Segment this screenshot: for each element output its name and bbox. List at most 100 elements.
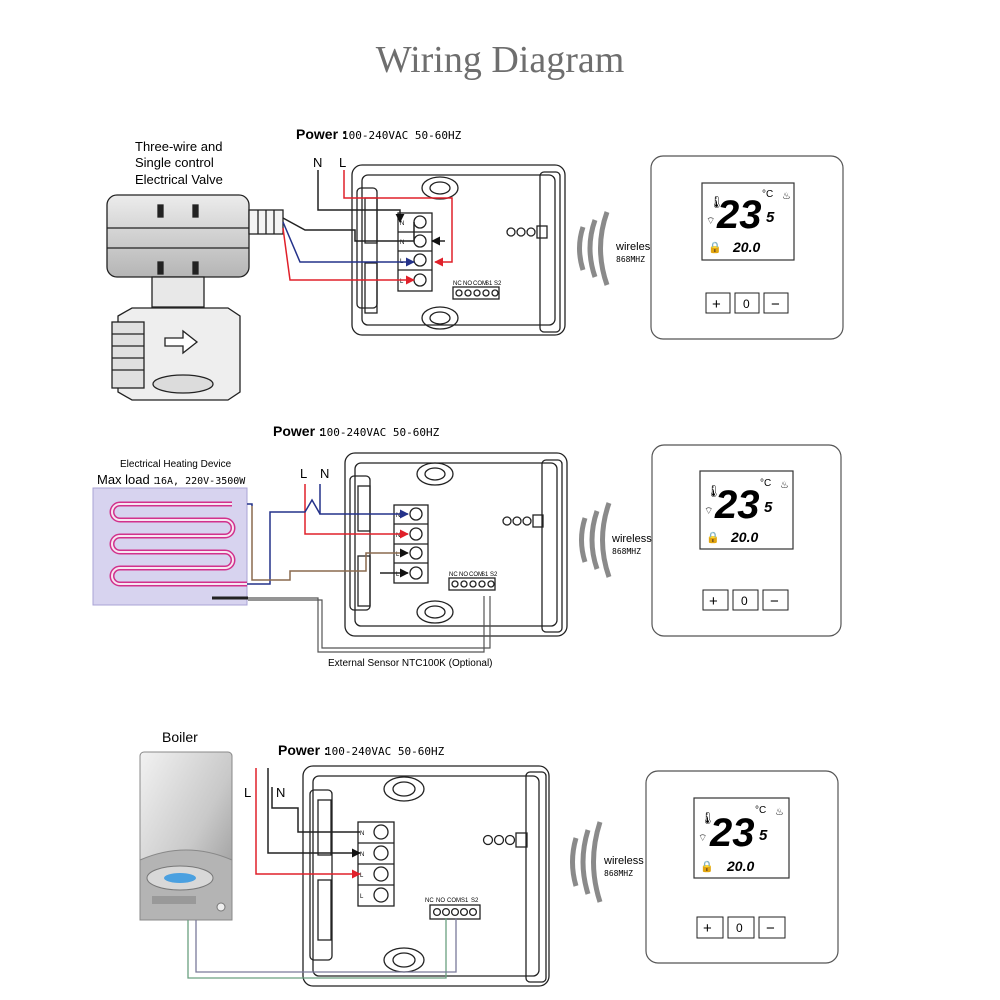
s1-wireless-label: wireless — [615, 241, 656, 253]
term-label: S1 — [485, 281, 493, 287]
s2-wireless-label: wireless — [611, 533, 652, 545]
power-label: Power : — [296, 126, 347, 142]
lcd-unit: °C — [760, 478, 771, 489]
section-3-boiler: Power : 100-240VAC 50-60HZ Boiler L N — [139, 729, 839, 987]
term-label: N — [396, 533, 400, 539]
s2-l-label: L — [300, 466, 307, 481]
minus-button[interactable] — [762, 589, 789, 611]
signal-icon: ⌔ — [704, 506, 713, 517]
valve-label-line1: Three-wire and — [135, 139, 222, 154]
lcd-temp: 23 — [709, 811, 755, 855]
s1-l-label: L — [339, 155, 346, 170]
boiler — [139, 751, 233, 921]
s3-wireless-waves — [570, 821, 603, 903]
minus-button[interactable] — [763, 292, 789, 314]
heating-device-label: Electrical Heating Device — [120, 459, 232, 470]
s1-wireless-waves — [577, 211, 610, 286]
term-label: NC — [425, 898, 434, 904]
lock-icon: 🔒 — [706, 531, 720, 544]
term-label: L — [360, 894, 364, 900]
term-label: L — [396, 572, 400, 578]
s2-wireless-freq: 868MHZ — [612, 547, 641, 556]
s2-wireless-waves — [579, 502, 612, 578]
page-title: Wiring Diagram — [375, 39, 625, 81]
thermometer-icon: 🌡 — [709, 195, 724, 209]
mode-button[interactable] — [732, 589, 759, 611]
lcd-temp: 23 — [714, 483, 760, 527]
lcd-decimal: 5 — [759, 827, 768, 844]
s3-l-label: L — [244, 785, 251, 800]
max-load-label: Max load : — [97, 472, 157, 487]
valve-label-line2: Single control — [135, 155, 214, 170]
term-label: NO — [463, 281, 472, 287]
power-value: 100-240VAC 50-60HZ — [320, 426, 440, 439]
mode-label: 0 — [736, 921, 743, 935]
term-label: N — [396, 513, 400, 519]
plus-button[interactable] — [702, 589, 729, 611]
minus-label: − — [766, 920, 775, 937]
plus-button[interactable] — [696, 916, 724, 939]
section-2-heating: Power : 100-240VAC 50-60HZ Electrical He… — [92, 423, 842, 669]
lcd-setpoint: 20.0 — [726, 858, 754, 874]
button-row: + 0 − — [705, 292, 789, 314]
mode-label: 0 — [741, 594, 748, 608]
controller-box-2 — [344, 452, 568, 637]
power-label: Power : — [273, 423, 324, 439]
plus-label: + — [703, 920, 712, 937]
signal-icon: ⌔ — [706, 216, 715, 227]
thermostat-2: 🌡 ⌔ 23 °C ♨ 5 🔒 20.0 + 0 − — [651, 444, 842, 637]
thermometer-icon: 🌡 — [706, 484, 721, 498]
s3-wires — [187, 768, 457, 979]
s1-wires — [282, 170, 453, 285]
flame-icon: ♨ — [782, 191, 791, 202]
controller-box-3 — [302, 765, 550, 987]
minus-label: − — [771, 296, 780, 313]
term-label: S1 — [461, 898, 469, 904]
term-label: S2 — [490, 572, 498, 578]
thermostat-1: 🌡 ⌔ 23 °C ♨ 5 🔒 20.0 + 0 − — [650, 155, 844, 340]
plus-button[interactable] — [705, 292, 731, 314]
term-label: NO — [436, 898, 445, 904]
lcd-unit: °C — [755, 805, 766, 816]
mode-button[interactable] — [734, 292, 760, 314]
button-row: + 0 − — [696, 916, 786, 939]
flame-icon: ♨ — [780, 480, 789, 491]
mode-button[interactable] — [727, 916, 755, 939]
electrical-valve — [106, 194, 284, 401]
term-label: NC — [449, 572, 458, 578]
lcd-setpoint: 20.0 — [730, 529, 758, 545]
s3-wireless-freq: 868MHZ — [604, 869, 633, 878]
signal-icon: ⌔ — [698, 833, 707, 844]
minus-label: − — [770, 593, 779, 610]
boiler-label: Boiler — [162, 729, 198, 745]
power-value: 100-240VAC 50-60HZ — [325, 745, 445, 758]
lock-icon: 🔒 — [708, 241, 722, 254]
s3-wireless-label: wireless — [603, 855, 644, 867]
term-label: L — [400, 279, 404, 285]
lcd-setpoint: 20.0 — [732, 239, 760, 255]
s1-wireless-freq: 868MHZ — [616, 255, 645, 264]
lock-icon: 🔒 — [700, 860, 714, 873]
mode-label: 0 — [743, 297, 750, 311]
section-1-valve: Power : 100-240VAC 50-60HZ Three-wire an… — [106, 126, 844, 401]
term-label: N — [400, 240, 404, 246]
s2-n-label: N — [320, 466, 329, 481]
term-label: N — [400, 221, 404, 227]
power-label: Power : — [278, 742, 329, 758]
s3-n-label: N — [276, 785, 285, 800]
valve-label-line3: Electrical Valve — [135, 172, 223, 187]
lcd-unit: °C — [762, 189, 773, 200]
minus-button[interactable] — [758, 916, 786, 939]
flame-icon: ♨ — [775, 807, 784, 818]
term-label: N — [360, 852, 364, 858]
term-label: L — [396, 552, 400, 558]
term-label: NO — [459, 572, 468, 578]
s2-terminal-labels: N N L L NC NO COM S1 S2 — [396, 513, 498, 578]
max-load-value: 16A, 220V-3500W — [155, 476, 246, 487]
term-label: L — [360, 873, 364, 879]
s3-terminal-labels: N N L L NC NO COM S1 S2 — [360, 831, 479, 904]
lcd-decimal: 5 — [766, 209, 775, 226]
thermometer-icon: 🌡 — [700, 811, 715, 825]
power-value: 100-240VAC 50-60HZ — [342, 129, 462, 142]
controller-box-1 — [351, 164, 566, 336]
